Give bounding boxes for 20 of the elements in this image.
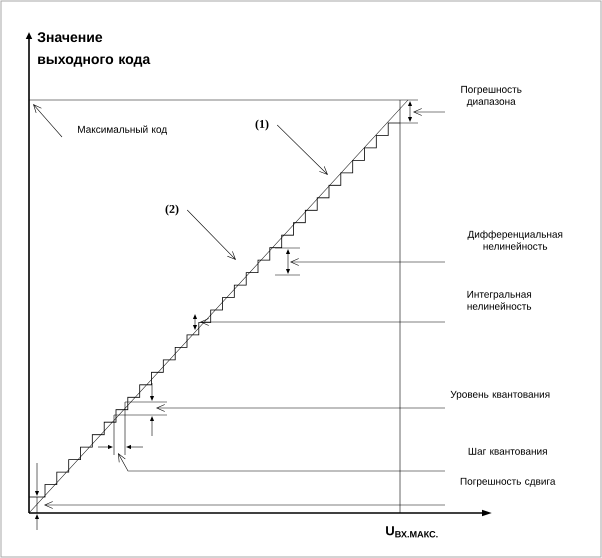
leader-line xyxy=(118,453,446,472)
annotation-label: Погрешность сдвига xyxy=(460,478,556,487)
leader-line xyxy=(33,104,62,138)
leader-line xyxy=(156,404,446,412)
leader-line xyxy=(44,501,446,509)
callout-number: (2) xyxy=(166,204,178,216)
annotation-label: Максимальный код xyxy=(78,125,167,135)
leader-line xyxy=(186,210,236,260)
axis-label: Значение выходного кода xyxy=(38,32,150,67)
annotation-label: Уровень квантования xyxy=(450,390,550,400)
leader-line xyxy=(413,108,446,116)
annotation-label: Шаг квантования xyxy=(468,448,547,455)
annotation-label: Дифференциальная нелинейность xyxy=(468,230,562,250)
axis-label: U$_{ВХ.МАКС.}$ xyxy=(386,526,438,538)
leader-line xyxy=(290,258,446,266)
callout-number: (1) xyxy=(256,120,268,130)
annotation-label: Погрешность диапазона xyxy=(461,86,522,107)
leader-line xyxy=(200,318,446,326)
leader-line xyxy=(276,124,328,175)
annotation-label: Интегральная нелинейность xyxy=(468,290,532,310)
